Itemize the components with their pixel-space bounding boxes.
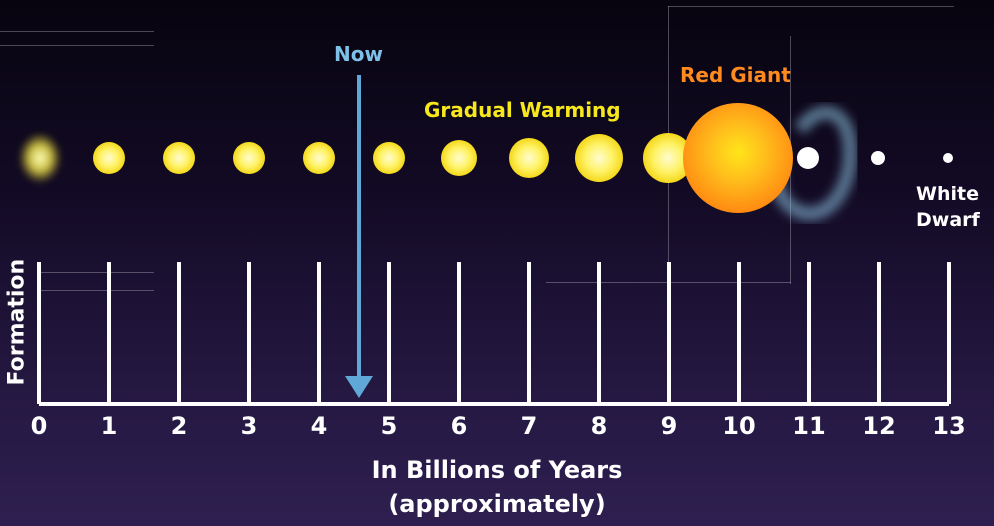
now-arrow	[345, 75, 373, 398]
sun-2	[163, 142, 195, 174]
tick-label: 1	[100, 412, 118, 440]
tick-label: 4	[310, 412, 328, 440]
tick-label: 10	[722, 412, 756, 440]
white-dwarf-label-line2: Dwarf	[916, 209, 980, 231]
tick-label: 3	[240, 412, 258, 440]
tick-label: 8	[590, 412, 608, 440]
gradual-warming-label: Gradual Warming	[424, 98, 621, 122]
sun-7	[509, 138, 549, 178]
protostar	[18, 132, 62, 184]
formation-label: Formation	[4, 258, 30, 386]
red-giant	[683, 103, 793, 213]
sun-5	[373, 142, 405, 174]
tick-label: 7	[520, 412, 538, 440]
overlay-line	[668, 6, 954, 7]
tick-label: 6	[450, 412, 468, 440]
white-dwarf-label-line1: White	[916, 183, 979, 205]
overlay-line	[40, 290, 154, 291]
x-axis-title: In Billions of Years (approximately)	[0, 453, 994, 521]
sun-8	[575, 134, 623, 182]
white-dwarf-3	[943, 153, 953, 163]
tick-label: 12	[862, 412, 896, 440]
x-axis-title-line1: In Billions of Years	[371, 456, 623, 484]
white-dwarf-label: White Dwarf	[916, 181, 980, 233]
timeline-axis	[37, 262, 951, 406]
now-label: Now	[334, 42, 383, 66]
red-giant-label: Red Giant	[680, 63, 791, 87]
sun-1	[93, 142, 125, 174]
white-dwarf-1	[797, 147, 819, 169]
tick-label: 2	[170, 412, 188, 440]
overlay-line	[0, 31, 154, 32]
overlay-line	[40, 272, 154, 273]
tick-label: 9	[660, 412, 678, 440]
planetary-nebula	[770, 105, 858, 221]
white-dwarf-2	[871, 151, 885, 165]
tick-label: 5	[380, 412, 398, 440]
sun-3	[233, 142, 265, 174]
tick-label: 0	[30, 412, 48, 440]
tick-label: 13	[932, 412, 966, 440]
overlay-line	[0, 45, 154, 46]
sun-6	[441, 140, 477, 176]
x-axis-title-line2: (approximately)	[388, 490, 606, 518]
sun-4	[303, 142, 335, 174]
sun-9	[643, 133, 693, 183]
tick-label: 11	[792, 412, 826, 440]
